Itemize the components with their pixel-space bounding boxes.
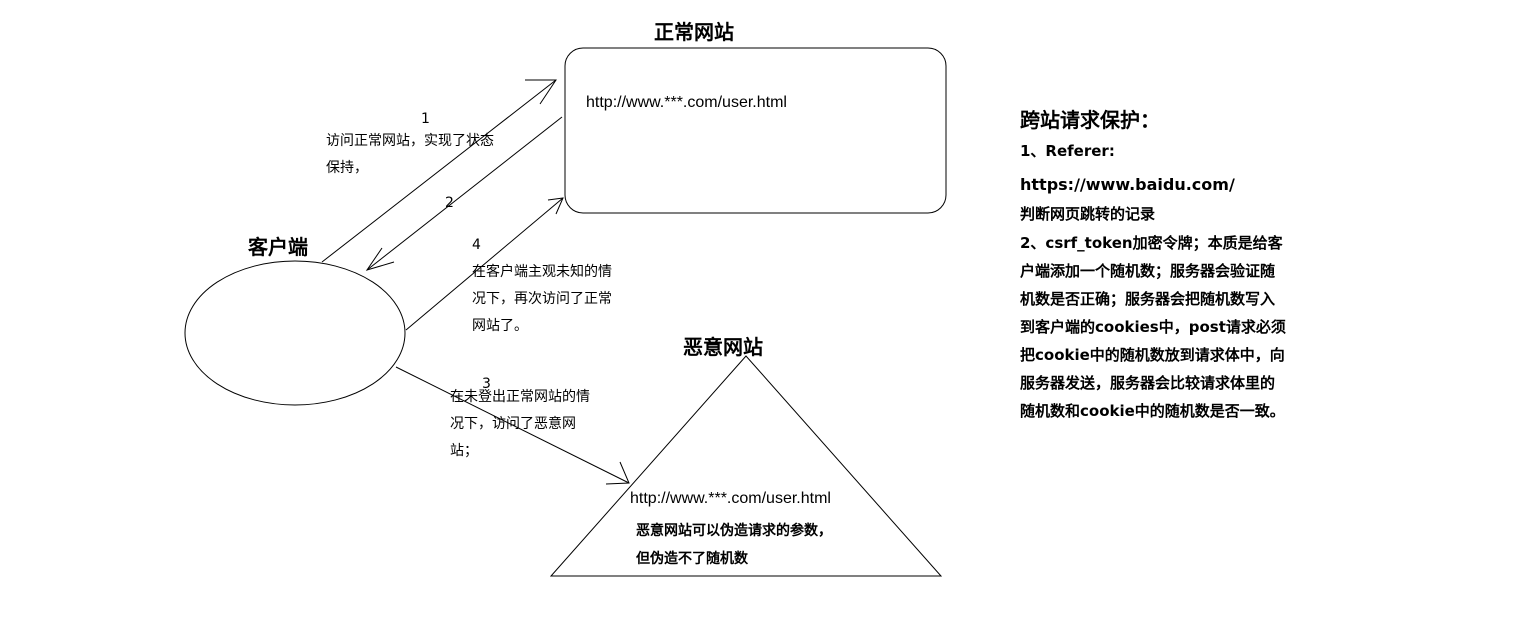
explanation-item2-line5: 把cookie中的随机数放到请求体中，向 [1020, 346, 1285, 364]
arrow-3-line [395, 366, 630, 484]
malicious-site-triangle [549, 355, 943, 577]
step-3-line1: 在未登出正常网站的情 [450, 389, 590, 405]
step-3-number: 3 [482, 376, 491, 392]
step-4-line1: 在客户端主观未知的情 [472, 264, 612, 280]
malicious-site-url: http://www.***.com/user.html [630, 490, 831, 507]
explanation-item2-line2: 户端添加一个随机数；服务器会验证随 [1020, 262, 1276, 280]
explanation-heading: 跨站请求保护： [1020, 108, 1160, 132]
arrow-1-head [525, 79, 557, 105]
explanation-item2-line7: 随机数和cookie中的随机数是否一致。 [1020, 402, 1285, 420]
normal-site-box [564, 47, 947, 214]
arrow-4-head [547, 197, 564, 215]
malicious-site-note-line1: 恶意网站可以伪造请求的参数， [636, 523, 832, 539]
client-label: 客户端 [248, 235, 308, 259]
arrow-4-line [405, 197, 564, 331]
step-3-line3: 站； [450, 443, 478, 459]
explanation-item2-line1: 2、csrf_token加密令牌；本质是给客 [1020, 234, 1283, 252]
step-4-line3: 网站了。 [472, 318, 528, 334]
step-4-line2: 况下，再次访问了正常 [472, 291, 612, 307]
explanation-item2-line6: 服务器发送，服务器会比较请求体里的 [1020, 374, 1276, 392]
step-4-number: 4 [472, 237, 481, 253]
step-1-line1: 访问正常网站，实现了状态 [326, 133, 494, 149]
arrow-2-line [366, 116, 563, 271]
arrow-1-line [321, 79, 557, 263]
malicious-site-note-line2: 但伪造不了随机数 [636, 551, 748, 567]
client-ellipse [184, 260, 406, 406]
step-1-line2: 保持， [326, 160, 368, 176]
malicious-site-title: 恶意网站 [683, 335, 763, 359]
normal-site-url: http://www.***.com/user.html [586, 94, 787, 111]
step-3-line2: 况下，访问了恶意网 [450, 416, 576, 432]
step-1-number: 1 [421, 111, 430, 127]
step-2-number: 2 [445, 195, 454, 211]
arrow-2-head [365, 247, 395, 271]
explanation-item1-url: https://www.baidu.com/ [1020, 175, 1235, 194]
normal-site-title: 正常网站 [654, 20, 734, 44]
explanation-item2-line3: 机数是否正确；服务器会把随机数写入 [1020, 290, 1276, 308]
explanation-item1: 1、Referer: [1020, 142, 1115, 160]
explanation-item2-line4: 到客户端的cookies中，post请求必须 [1020, 318, 1286, 336]
arrow-3-head [605, 461, 630, 485]
explanation-item1-desc: 判断网页跳转的记录 [1020, 205, 1156, 223]
